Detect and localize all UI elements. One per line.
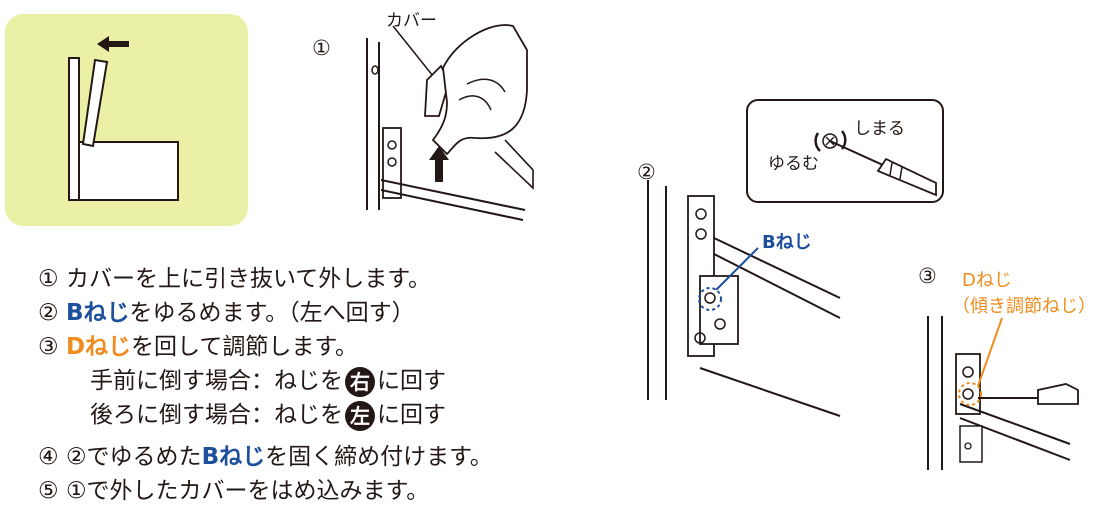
loosen-label: ゆるむ [768, 154, 819, 174]
right-badge: 右 [345, 366, 375, 397]
instruction-steps: ① カバーを上に引き抜いて外します。 ② Bねじをゆるめます。（左へ回す） ③ … [38, 262, 493, 508]
figure2-number: ② [637, 160, 656, 184]
step-5: ⑤ ①で外したカバーをはめ込みます。 [38, 478, 430, 504]
step-3-forward: 手前に倒す場合：ねじを右に回す [38, 364, 493, 398]
d-screw-note: （傾き調節ねじ） [952, 296, 1096, 317]
step-4: ④ ②でゆるめたBねじを固く締め付けます。 [38, 444, 493, 470]
step-3-backward: 後ろに倒す場合：ねじを左に回す [38, 398, 493, 432]
screwdriver-icon [814, 130, 937, 197]
step-1: ① カバーを上に引き抜いて外します。 [38, 266, 431, 292]
left-badge: 左 [345, 400, 375, 431]
figure3-number: ③ [918, 264, 937, 288]
step-3: ③ Dねじを回して調節します。 [38, 334, 359, 360]
cover-label: カバー [386, 11, 437, 31]
step-2: ② Bねじをゆるめます。（左へ回す） [38, 300, 415, 326]
tighten-label: しまる [854, 119, 905, 139]
figure1-number: ① [312, 36, 331, 60]
b-screw-illustration [647, 180, 841, 417]
d-screw-label: Dねじ [962, 270, 1012, 291]
cabinet-door-icon [68, 36, 179, 201]
screwdriver-callout [746, 99, 944, 203]
b-screw-label: Bねじ [762, 232, 812, 253]
cover-removal-illustration [366, 24, 534, 221]
d-screw-illustration [927, 316, 1079, 470]
